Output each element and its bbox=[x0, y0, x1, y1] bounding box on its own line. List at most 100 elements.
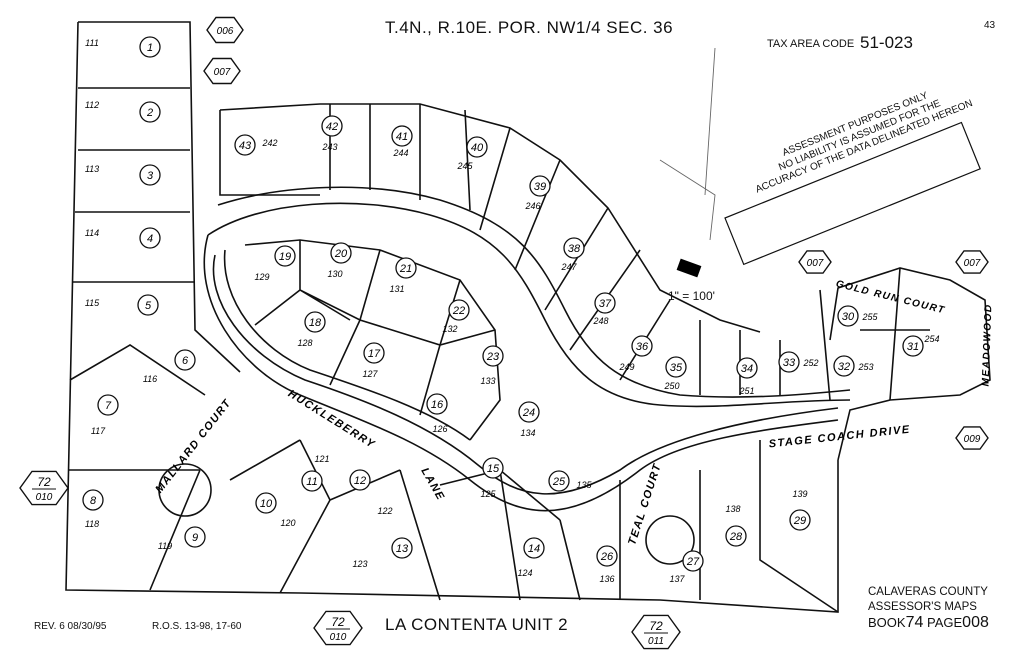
lot-number: 15 bbox=[487, 463, 500, 475]
parcel-apn: 137 bbox=[669, 574, 685, 584]
parcel-apn: 129 bbox=[254, 272, 269, 282]
hex-ref-number: 007 bbox=[807, 258, 824, 269]
parcel-apn: 247 bbox=[560, 262, 577, 272]
parcel-apn: 113 bbox=[85, 164, 99, 174]
parcel-apn: 252 bbox=[802, 358, 818, 368]
lot-number: 27 bbox=[686, 556, 700, 568]
lot-number-circle bbox=[902, 335, 924, 357]
lot-number: 25 bbox=[552, 476, 566, 488]
parcel-33: 33 252 bbox=[778, 351, 819, 373]
parcel-apn: 244 bbox=[392, 148, 408, 158]
hexagon-map-reference: 007 bbox=[955, 250, 989, 274]
lot-number-circle bbox=[529, 175, 551, 197]
lot-number-circle bbox=[837, 305, 859, 327]
lot-number-circle bbox=[139, 36, 161, 58]
lot-number: 1 bbox=[147, 42, 153, 54]
lot-number: 40 bbox=[471, 142, 484, 154]
lot-number-circle bbox=[139, 227, 161, 249]
lot-number-circle bbox=[725, 525, 747, 547]
parcel-apn: 133 bbox=[480, 376, 495, 386]
lot-number-circle bbox=[778, 351, 800, 373]
lot-number: 22 bbox=[452, 305, 465, 317]
parcel-apn: 115 bbox=[85, 298, 100, 308]
parcel-apn: 125 bbox=[480, 489, 496, 499]
lot-number-circle bbox=[255, 492, 277, 514]
parcel-apn: 121 bbox=[314, 454, 329, 464]
parcel-apn: 123 bbox=[352, 559, 367, 569]
lot-number-circle bbox=[466, 136, 488, 158]
hex-ref-sub: 011 bbox=[648, 636, 664, 647]
lot-number: 9 bbox=[192, 532, 198, 544]
hexagon-map-reference: 007 bbox=[203, 57, 241, 85]
parcel-apn: 250 bbox=[663, 381, 679, 391]
lot-number: 10 bbox=[260, 498, 273, 510]
street-label: TEAL COURT bbox=[626, 462, 664, 547]
lot-number: 12 bbox=[354, 475, 366, 487]
parcel-apn: 255 bbox=[861, 312, 878, 322]
lot-number-circle bbox=[833, 355, 855, 377]
hexagon-map-reference: 006 bbox=[206, 16, 244, 44]
lot-number: 37 bbox=[599, 298, 612, 310]
tax-area-code: 51-023 bbox=[860, 33, 913, 52]
lot-number: 33 bbox=[783, 357, 796, 369]
lot-number-circle bbox=[665, 356, 687, 378]
lot-number: 32 bbox=[838, 361, 850, 373]
lot-number-circle bbox=[391, 125, 413, 147]
lot-number: 36 bbox=[636, 341, 649, 353]
lot-number: 39 bbox=[534, 181, 546, 193]
lot-number-circle bbox=[97, 394, 119, 416]
hex-ref-sub: 010 bbox=[36, 492, 53, 503]
parcel-12: 12 122 bbox=[349, 469, 393, 516]
county-block: CALAVERAS COUNTY ASSESSOR'S MAPS bbox=[868, 586, 988, 613]
lot-number: 3 bbox=[147, 170, 154, 182]
parcel-apn: 248 bbox=[592, 316, 608, 326]
lot-number-circle bbox=[596, 545, 618, 567]
lot-number: 42 bbox=[326, 121, 338, 133]
subdivision-name: LA CONTENTA UNIT 2 bbox=[385, 615, 569, 634]
parcel-apn: 131 bbox=[389, 284, 404, 294]
parcel-apn: 122 bbox=[377, 506, 392, 516]
lot-number-circle bbox=[321, 115, 343, 137]
lot-number-circle bbox=[448, 299, 470, 321]
scale-label: 1" = 100' bbox=[668, 289, 715, 303]
lot-number-circle bbox=[391, 537, 413, 559]
parcel-apn: 254 bbox=[923, 334, 939, 344]
lot-number-circle bbox=[482, 345, 504, 367]
lot-number: 2 bbox=[146, 107, 153, 119]
lot-number-circle bbox=[301, 470, 323, 492]
parcel-35: 35 250 bbox=[663, 356, 687, 391]
lot-number: 43 bbox=[239, 140, 252, 152]
lot-number: 11 bbox=[306, 476, 317, 488]
lot-number: 41 bbox=[396, 131, 408, 143]
parcel-15: 15 125 bbox=[480, 457, 504, 499]
lot-number-circle bbox=[234, 134, 256, 156]
lot-number: 24 bbox=[522, 407, 535, 419]
street-label: MALLARD COURT bbox=[153, 397, 234, 496]
lot-number: 13 bbox=[396, 543, 409, 555]
lot-number-circle bbox=[395, 257, 417, 279]
lot-number-circle bbox=[523, 537, 545, 559]
lot-number: 4 bbox=[147, 233, 153, 245]
parcel-apn: 136 bbox=[599, 574, 614, 584]
parcel-13: 13 123 bbox=[352, 537, 413, 569]
lot-number: 35 bbox=[670, 362, 683, 374]
lot-number: 16 bbox=[431, 399, 444, 411]
